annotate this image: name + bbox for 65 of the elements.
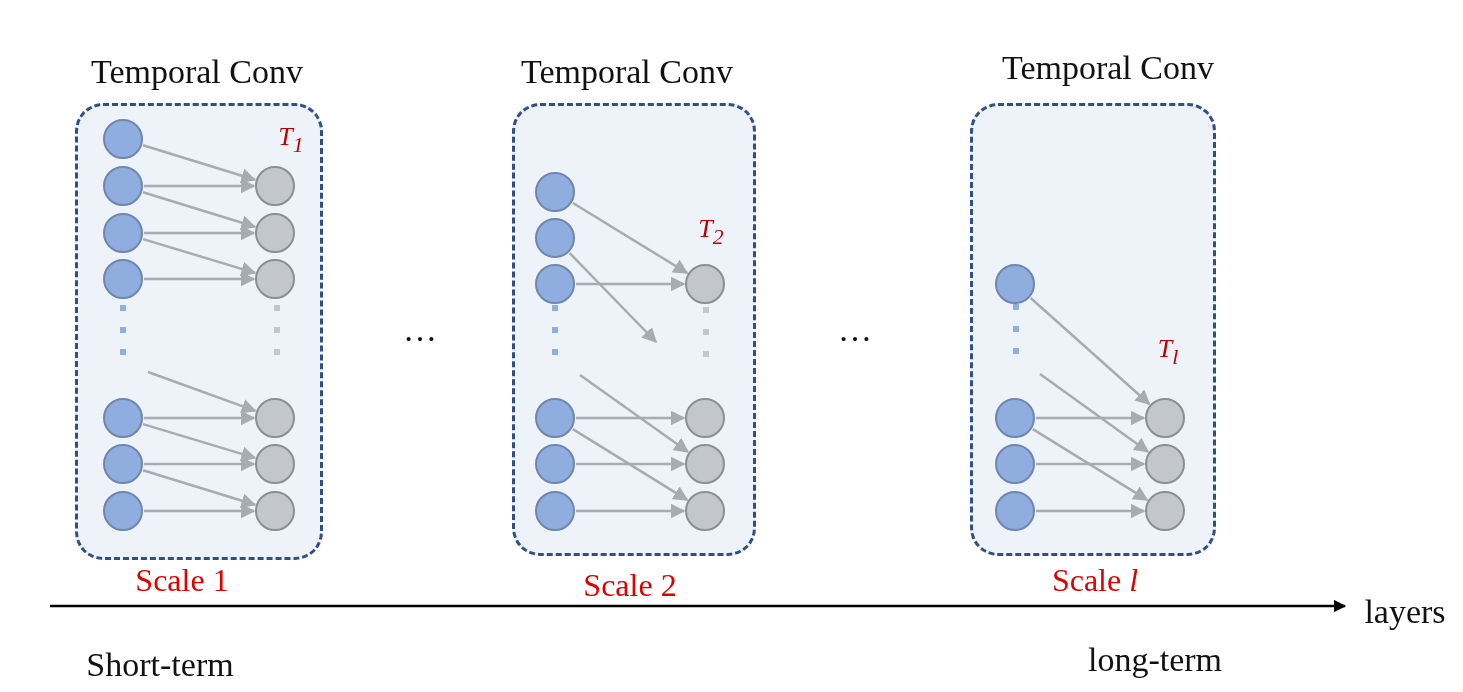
output-neuron-circle [1145,491,1185,531]
input-neuron-circle [103,259,143,299]
input-neuron-circle [103,444,143,484]
panel-heading: Temporal Conv [521,53,733,91]
output-neuron-circle [1145,444,1185,484]
input-neuron-circle [103,119,143,159]
input-neuron-circle [535,172,575,212]
input-neuron-circle [535,264,575,304]
panel-heading: Temporal Conv [91,53,303,91]
output-neuron-circle [255,166,295,206]
input-neuron-circle [995,491,1035,531]
output-neuron-circle [685,398,725,438]
output-neuron-circle [255,444,295,484]
scale-caption: Scale 1 [135,561,229,599]
arrow [1036,503,1146,519]
arrow [144,410,256,426]
output-neuron-circle [255,213,295,253]
arrow [576,276,686,292]
arrow [576,503,686,519]
arrow [147,370,257,414]
scale-caption: Scale 2 [583,566,677,604]
input-neuron-circle [103,166,143,206]
math-label: T$_{l}$ [1157,334,1179,370]
input-neuron-circle [535,444,575,484]
input-neuron-circle [103,491,143,531]
arrow [1039,373,1150,453]
arrow [1029,297,1151,405]
input-neuron-circle [535,218,575,258]
ellipsis: … [403,311,437,349]
output-neuron-circle [685,444,725,484]
panel-heading: Temporal Conv [1002,49,1214,87]
output-neuron-circle [685,491,725,531]
output-neuron-circle [255,398,295,438]
axis-note: long-term [1087,641,1223,679]
arrow [1036,456,1146,472]
input-neuron-circle [103,213,143,253]
axis-label: layers [1364,593,1446,631]
output-neuron-circle [255,491,295,531]
arrow [576,456,686,472]
arrow [142,237,257,277]
arrow [1036,410,1146,426]
scale-caption: Scale l [1051,561,1139,599]
arrow [568,252,658,344]
math-label: T$_{1}$ [278,122,304,158]
input-neuron-circle [995,264,1035,304]
arrow [572,428,689,501]
arrow [576,410,686,426]
math-label: T$_{2}$ [698,214,724,250]
arrow [579,374,690,453]
input-neuron-circle [995,398,1035,438]
output-neuron-circle [255,259,295,299]
arrow [142,144,257,183]
arrow [142,469,257,508]
input-neuron-circle [535,491,575,531]
input-neuron-circle [103,398,143,438]
arrow [142,422,257,462]
output-neuron-circle [1145,398,1185,438]
axis-note: Short-term [86,646,234,684]
output-neuron-circle [685,264,725,304]
arrow [142,191,257,230]
arrow [1032,428,1149,501]
ellipsis: … [838,311,872,349]
input-neuron-circle [995,444,1035,484]
arrow [572,201,689,275]
input-neuron-circle [535,398,575,438]
